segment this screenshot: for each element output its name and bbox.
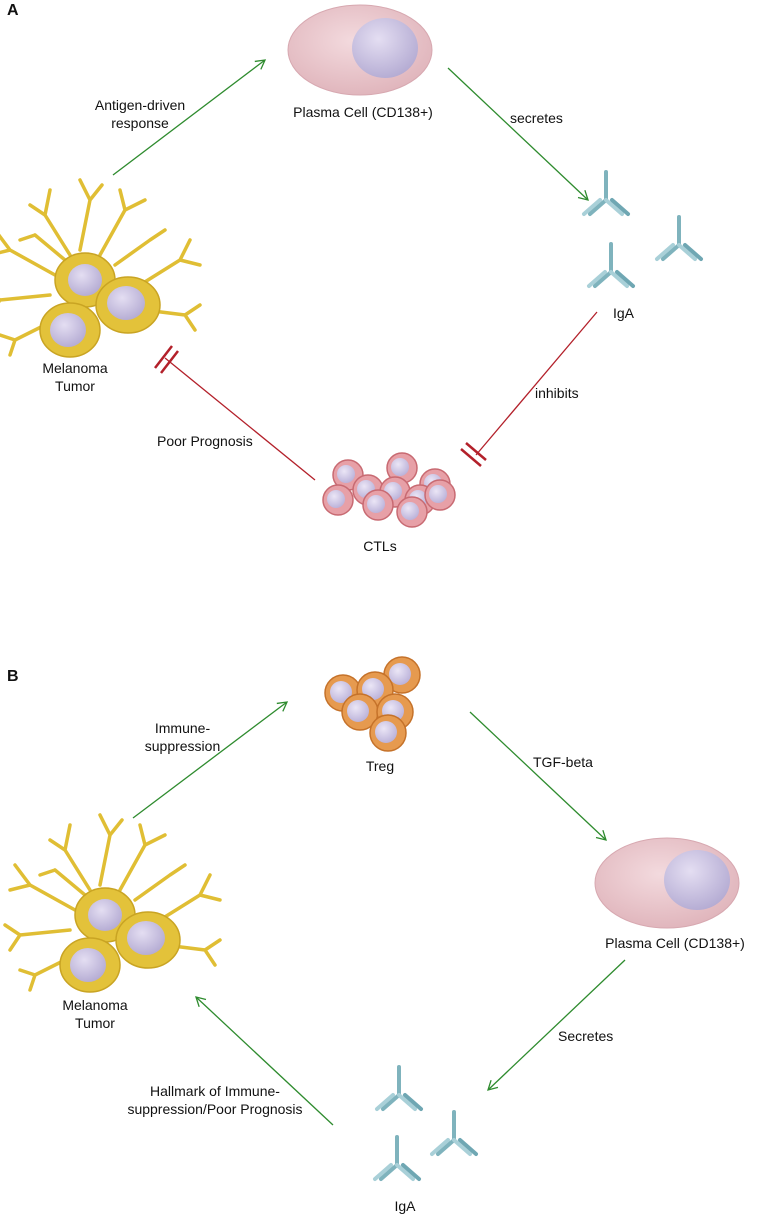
arrow-secretes-b: [487, 959, 626, 1091]
melanoma-tumor-b: [3, 813, 222, 994]
plasma-cell-label-a: Plasma Cell (CD138+): [293, 104, 433, 120]
tgf-beta-label: TGF-beta: [533, 754, 593, 770]
tumor-label-b-line1: Melanoma: [62, 997, 128, 1013]
arrow-hallmark: [195, 996, 334, 1126]
inhibits-label: inhibits: [535, 385, 579, 401]
plasma-cell-a: [287, 4, 433, 96]
iga-label-b: IgA: [394, 1198, 416, 1214]
inhibit-iga-ctls: [460, 311, 598, 467]
secretes-label-b: Secretes: [558, 1028, 614, 1044]
arrow-antigen-driven: [112, 59, 267, 176]
melanoma-tumor-a: [0, 178, 202, 359]
hallmark-label-line1: Hallmark of Immune-: [150, 1083, 280, 1099]
secretes-label-a: secretes: [510, 110, 563, 126]
iga-antibody-b1: [375, 1065, 423, 1111]
immune-label-line2: suppression: [144, 738, 221, 754]
iga-antibody-b3: [373, 1135, 421, 1181]
tumor-label-a-line2: Tumor: [55, 378, 95, 394]
plasma-cell-b: [594, 837, 740, 929]
iga-antibody-b2: [430, 1110, 478, 1156]
panel-label-b: B: [7, 668, 19, 685]
arrow-secretes-a: [447, 67, 589, 201]
plasma-cell-label-b: Plasma Cell (CD138+): [605, 935, 745, 951]
arrow-immune-suppression: [132, 701, 289, 819]
iga-antibody-a1: [582, 170, 630, 216]
hallmark-label-line2: suppression/Poor Prognosis: [127, 1101, 303, 1117]
antigen-label-line1: Antigen-driven: [94, 97, 186, 113]
treg-label: Treg: [365, 758, 395, 774]
poor-prognosis-label: Poor Prognosis: [157, 433, 253, 449]
iga-label-a: IgA: [613, 305, 635, 321]
iga-antibody-a3: [587, 242, 635, 288]
treg-cluster: [324, 656, 421, 752]
immune-label-line1: Immune-: [154, 720, 211, 736]
panel-label-a: A: [7, 2, 19, 19]
tumor-label-b-line2: Tumor: [75, 1015, 115, 1031]
arrow-tgf-beta: [469, 711, 607, 841]
ctls-label: CTLs: [363, 538, 397, 554]
tumor-label-a-line1: Melanoma: [42, 360, 108, 376]
inhibit-ctls-tumor: [154, 345, 316, 481]
antigen-label-line2: response: [111, 115, 169, 131]
iga-antibody-a2: [655, 215, 703, 261]
ctl-cluster: [322, 452, 456, 528]
